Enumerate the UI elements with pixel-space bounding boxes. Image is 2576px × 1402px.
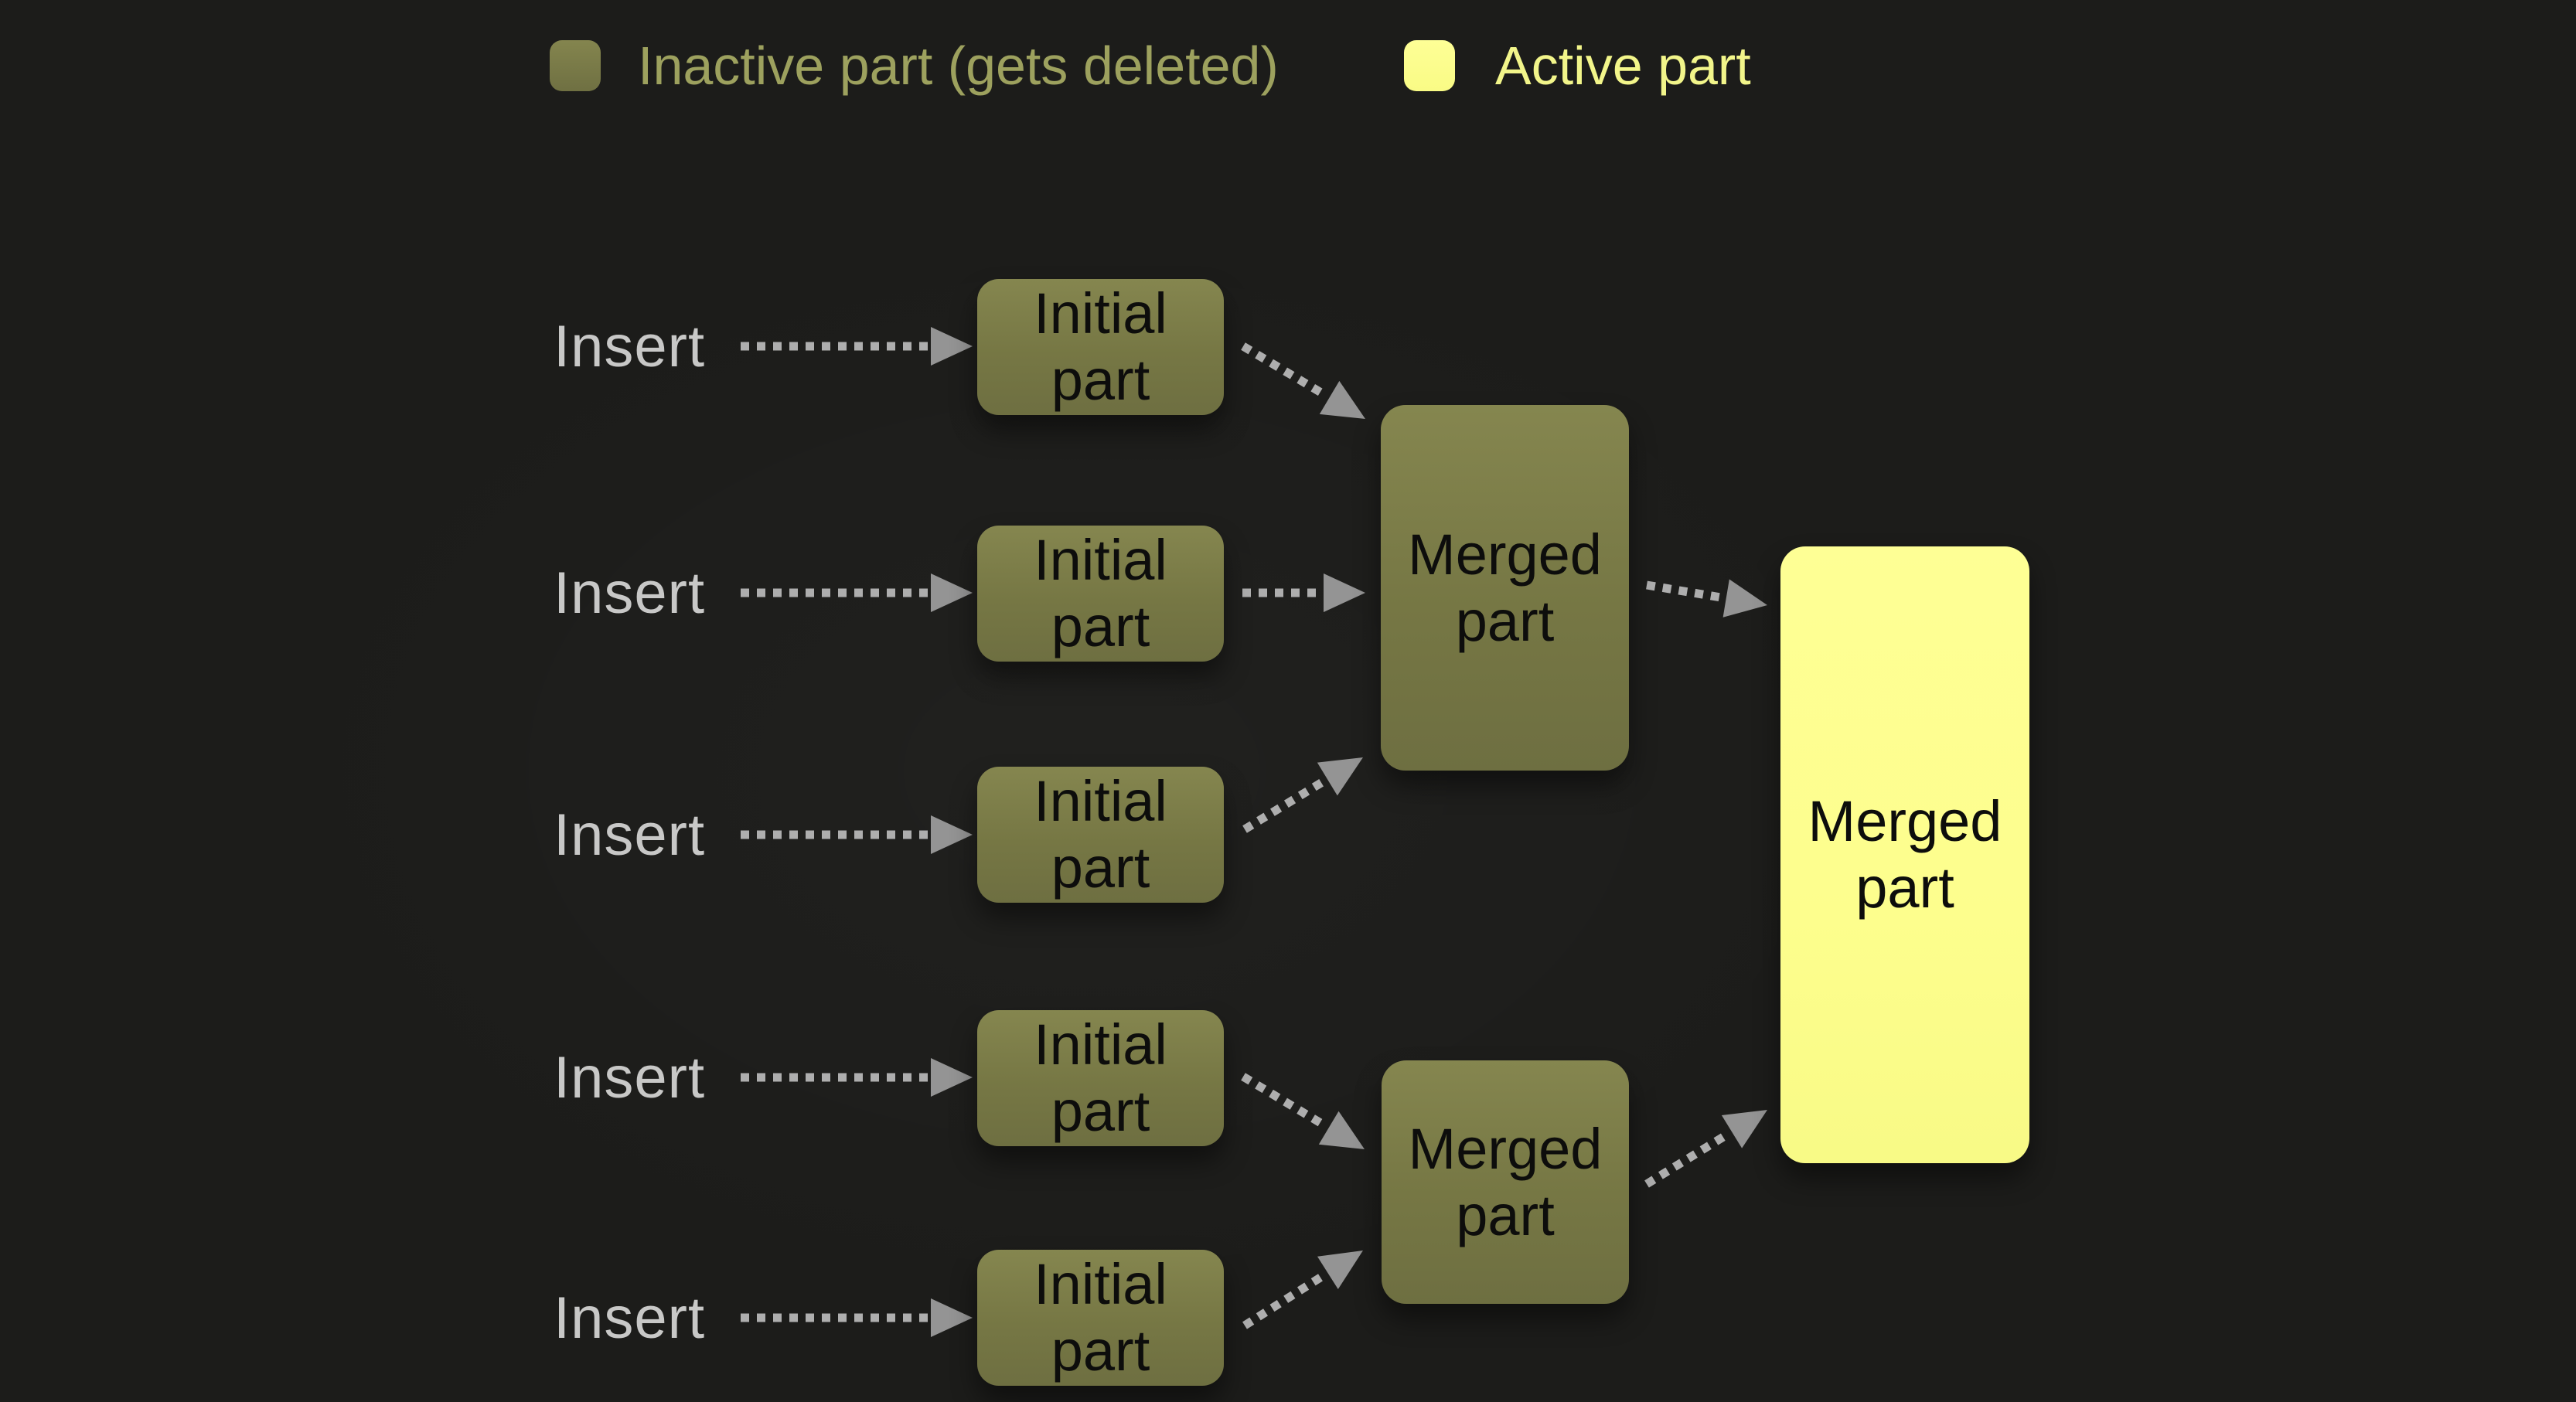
arrow-head-icon bbox=[1722, 579, 1767, 618]
inactive-part-swatch-icon bbox=[550, 40, 601, 91]
initial-part-label: Initial part bbox=[1034, 1252, 1167, 1383]
legend-label-inactive: Inactive part (gets deleted) bbox=[638, 36, 1279, 96]
insert-label-2: Insert bbox=[554, 560, 706, 626]
insert-label-4: Insert bbox=[554, 1044, 706, 1111]
legend-label-active: Active part bbox=[1495, 36, 1751, 96]
insert-label-3: Insert bbox=[554, 801, 706, 868]
insert-label-5: Insert bbox=[554, 1285, 706, 1351]
insert-label-1: Insert bbox=[554, 313, 706, 379]
arrow-line-initial-4-to-merged-2 bbox=[1241, 1073, 1329, 1130]
arrow-head-icon bbox=[1317, 1251, 1363, 1290]
arrow-head-icon bbox=[931, 327, 973, 366]
initial-part-label: Initial part bbox=[1034, 281, 1167, 412]
merged-part-box-1: Merged part bbox=[1381, 405, 1629, 771]
initial-part-box-1: Initial part bbox=[977, 279, 1224, 415]
legend-item-inactive: Inactive part (gets deleted) bbox=[550, 39, 1279, 93]
arrow-head-icon bbox=[931, 1058, 973, 1097]
initial-part-label: Initial part bbox=[1034, 528, 1167, 658]
merged-part-label: Merged part bbox=[1408, 522, 1602, 653]
arrow-line-initial-5-to-merged-2 bbox=[1242, 1271, 1327, 1329]
legend-item-active: Active part bbox=[1404, 39, 1751, 93]
arrow-head-icon bbox=[1324, 573, 1365, 612]
initial-part-label: Initial part bbox=[1034, 1012, 1167, 1143]
initial-part-label: Initial part bbox=[1034, 769, 1167, 900]
arrow-line-merged-2-to-merged-final bbox=[1644, 1129, 1732, 1188]
arrow-head-icon bbox=[1317, 757, 1363, 796]
arrow-head-icon bbox=[931, 573, 973, 612]
arrow-head-icon bbox=[1721, 1110, 1767, 1148]
arrow-head-icon bbox=[1319, 380, 1365, 419]
arrow-line-merged-1-to-merged-final bbox=[1646, 580, 1724, 602]
initial-part-box-3: Initial part bbox=[977, 767, 1224, 903]
initial-part-box-2: Initial part bbox=[977, 526, 1224, 662]
active-part-swatch-icon bbox=[1404, 40, 1455, 91]
arrow-line-initial-3-to-merged-1 bbox=[1242, 777, 1327, 833]
arrow-head-icon bbox=[1318, 1111, 1365, 1149]
arrow-line-initial-1-to-merged-1 bbox=[1241, 342, 1329, 400]
merged-part-label: Merged part bbox=[1808, 789, 2002, 920]
merged-part-box-final: Merged part bbox=[1780, 546, 2029, 1163]
initial-part-box-4: Initial part bbox=[977, 1010, 1224, 1146]
arrow-head-icon bbox=[931, 1298, 973, 1337]
merged-part-label: Merged part bbox=[1408, 1116, 1603, 1247]
arrow-head-icon bbox=[931, 815, 973, 854]
merged-part-box-2: Merged part bbox=[1382, 1060, 1629, 1304]
initial-part-box-5: Initial part bbox=[977, 1250, 1224, 1386]
